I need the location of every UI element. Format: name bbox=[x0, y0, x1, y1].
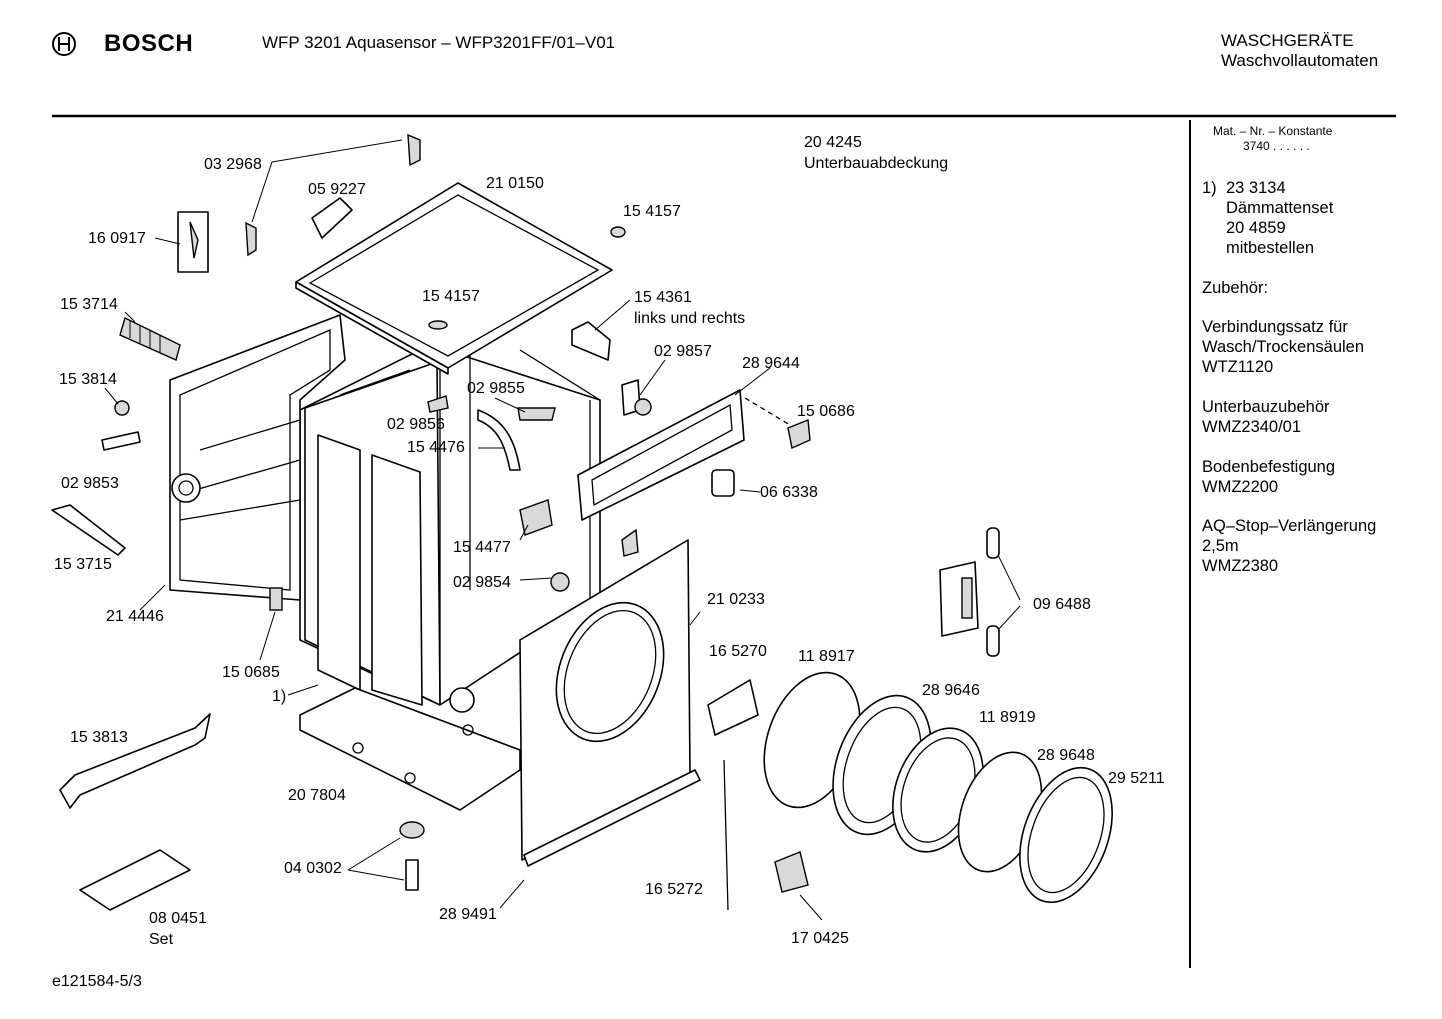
acc3-line1: Bodenbefestigung bbox=[1202, 458, 1336, 476]
leader-lines bbox=[104, 139, 1021, 921]
part-label: 15 4361 bbox=[634, 289, 692, 306]
part-label: 11 8917 bbox=[798, 648, 855, 665]
acc4-line1: AQ–Stop–Verlängerung bbox=[1202, 517, 1377, 535]
part-label: 08 0451 bbox=[149, 910, 207, 927]
accessories-title: Zubehör: bbox=[1202, 279, 1269, 297]
part-label: 20 4245 bbox=[804, 134, 862, 151]
part-label: 21 0150 bbox=[486, 175, 544, 192]
part-label: 15 4476 bbox=[407, 439, 465, 456]
part-label: 16 5270 bbox=[709, 643, 767, 660]
side-frame-214446 bbox=[169, 314, 346, 601]
part-label: 15 4477 bbox=[453, 539, 511, 556]
part-label: 16 0917 bbox=[88, 230, 146, 247]
part-note: Set bbox=[149, 931, 174, 948]
part-label: 28 9644 bbox=[742, 355, 800, 372]
door-rings bbox=[763, 671, 1113, 904]
part-label: 11 8919 bbox=[979, 709, 1036, 726]
part-label: 21 0233 bbox=[707, 591, 765, 608]
note-part2: 20 4859 bbox=[1226, 219, 1286, 237]
part-label: 04 0302 bbox=[284, 860, 342, 877]
part-label: 02 9857 bbox=[654, 343, 712, 360]
base-plate-207804 bbox=[299, 687, 521, 811]
part-label: 15 4157 bbox=[623, 203, 681, 220]
part-label: 28 9648 bbox=[1037, 747, 1095, 764]
part-label: 05 9227 bbox=[308, 181, 366, 198]
acc1-line3: WTZ1120 bbox=[1202, 358, 1274, 376]
part-label: 17 0425 bbox=[791, 930, 849, 947]
brand-name: BOSCH bbox=[104, 30, 194, 57]
part-label: 28 9646 bbox=[922, 682, 980, 699]
part-note-marker: 1) bbox=[272, 688, 287, 705]
category-subtitle: Waschvollautomaten bbox=[1221, 51, 1379, 70]
note-name: Dämmattenset bbox=[1226, 199, 1334, 217]
drawing-id: e121584-5/3 bbox=[52, 973, 142, 990]
bosch-logo-icon bbox=[52, 32, 76, 56]
part-label: 02 9854 bbox=[453, 574, 511, 591]
part-label: 15 3813 bbox=[70, 729, 128, 746]
part-name: Unterbauabdeckung bbox=[804, 155, 949, 172]
part-label: 02 9853 bbox=[61, 475, 119, 492]
mat-value: 3740 . . . . . . bbox=[1243, 139, 1310, 153]
part-label: 15 3714 bbox=[60, 296, 118, 313]
acc2-line1: Unterbauzubehör bbox=[1202, 398, 1330, 416]
part-label: 20 7804 bbox=[288, 787, 346, 804]
part-note: links und rechts bbox=[634, 310, 746, 327]
part-label: 02 9855 bbox=[467, 380, 525, 397]
part-label: 29 5211 bbox=[1108, 770, 1165, 787]
kick-plate-289491 bbox=[523, 769, 701, 867]
acc1-line2: Wasch/Trockensäulen bbox=[1202, 338, 1365, 356]
part-label: 03 2968 bbox=[204, 156, 262, 173]
note-part: 23 3134 bbox=[1226, 179, 1286, 197]
part-label: 15 3715 bbox=[54, 556, 112, 573]
part-label: 15 0686 bbox=[797, 403, 855, 420]
acc1-line1: Verbindungssatz für bbox=[1202, 318, 1348, 336]
part-label: 02 9856 bbox=[387, 416, 445, 433]
part-label: 15 4157 bbox=[422, 288, 480, 305]
note-action: mitbestellen bbox=[1226, 239, 1315, 257]
model-title: WFP 3201 Aquasensor – WFP3201FF/01–V01 bbox=[262, 33, 616, 52]
note-marker: 1) bbox=[1202, 179, 1217, 197]
part-label: 15 0685 bbox=[222, 664, 280, 681]
worktop-210150 bbox=[295, 182, 613, 375]
acc4-line3: WMZ2380 bbox=[1202, 557, 1279, 575]
hinge-096488 bbox=[939, 527, 1000, 657]
part-label: 06 6338 bbox=[760, 484, 818, 501]
acc4-line2: 2,5m bbox=[1202, 537, 1239, 555]
acc3-line2: WMZ2200 bbox=[1202, 478, 1279, 496]
part-label: 21 4446 bbox=[106, 608, 164, 625]
small-parts bbox=[51, 133, 811, 911]
mat-label: Mat. – Nr. – Konstante bbox=[1213, 124, 1333, 138]
acc2-line2: WMZ2340/01 bbox=[1202, 418, 1302, 436]
part-label: 15 3814 bbox=[59, 371, 117, 388]
front-panel-210233 bbox=[519, 539, 691, 861]
part-label: 16 5272 bbox=[645, 881, 703, 898]
part-label: 28 9491 bbox=[439, 906, 497, 923]
category-title: WASCHGERÄTE bbox=[1221, 31, 1354, 50]
part-label: 09 6488 bbox=[1033, 596, 1091, 613]
rail-289644 bbox=[577, 389, 745, 521]
